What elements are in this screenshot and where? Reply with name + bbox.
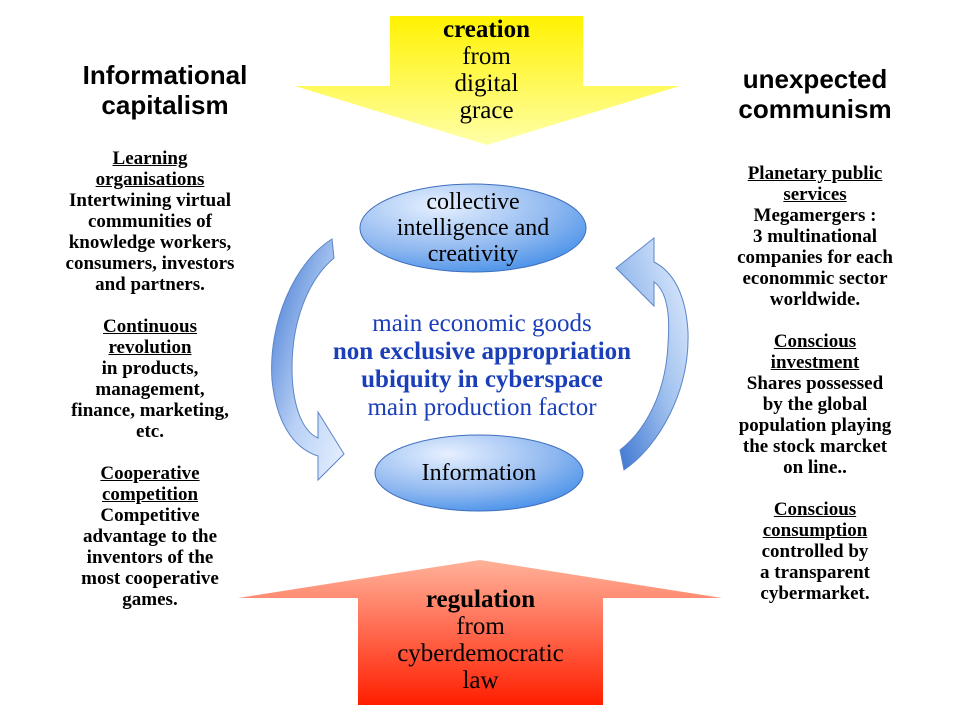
right-s1-heading1: Planetary public — [747, 163, 883, 184]
right-s1-body5: worldwide. — [769, 289, 861, 310]
bottom-ellipse-label: Information — [375, 460, 583, 486]
right-title-line2: communism — [738, 94, 892, 124]
left-s2-body4: etc. — [136, 421, 164, 442]
left-s1-body4: consumers, investors — [65, 253, 235, 274]
right-s2-body4: the stock marcket — [742, 436, 888, 457]
bottom-arrow-line1: regulation — [425, 586, 536, 613]
right-title: unexpected communism — [690, 64, 940, 124]
left-s1-heading1: Learning — [112, 148, 188, 169]
top-arrow-line2: from — [462, 43, 511, 70]
top-arrow-line3: digital — [454, 70, 519, 97]
right-s2-body3: population playing — [738, 415, 892, 436]
bottom-arrow-label: regulation from cyberdemocratic law — [358, 586, 603, 694]
top-down-arrow — [295, 16, 680, 145]
top-ellipse-line2: intelligence and — [396, 215, 550, 241]
top-arrow-label: creation from digital grace — [390, 16, 583, 124]
right-title-line1: unexpected — [742, 64, 888, 94]
top-ellipse-line1: collective — [426, 189, 520, 215]
left-s2-heading1: Continuous — [103, 316, 197, 337]
right-circular-arrow — [615, 236, 689, 471]
right-s3-heading2: consumption — [762, 520, 868, 541]
left-s1-body3: knowledge workers, — [68, 232, 232, 253]
right-s2-heading2: investment — [770, 352, 860, 373]
center-line3: ubiquity in cyberspace — [361, 366, 603, 393]
left-s3-heading2: competition — [101, 484, 199, 505]
left-s3-body1: Competitive — [100, 505, 200, 526]
left-s3-body4: most cooperative — [81, 568, 219, 589]
top-ellipse-label: collective intelligence and creativity — [360, 189, 586, 267]
right-s3-heading1: Conscious — [773, 499, 857, 520]
left-s3-body2: advantage to the — [82, 526, 218, 547]
right-s2-body1: Shares possessed — [746, 373, 884, 394]
right-column: Planetary public services Megamergers : … — [690, 163, 940, 604]
bottom-up-arrow — [238, 560, 722, 705]
left-s2-body3: finance, marketing, — [71, 400, 229, 421]
left-s2-body2: management, — [95, 379, 205, 400]
bottom-arrow-line2: from — [456, 613, 505, 640]
bottom-ellipse — [374, 434, 584, 512]
bottom-arrow-line3: cyberdemocratic — [397, 640, 564, 667]
left-s1-body1: Intertwining virtual — [68, 190, 232, 211]
right-s1-body1: Megamergers : — [753, 205, 877, 226]
right-s3-body2: a transparent — [760, 562, 870, 583]
top-ellipse — [359, 183, 587, 273]
top-ellipse-line3: creativity — [427, 241, 519, 267]
top-arrow-line1: creation — [442, 16, 530, 43]
left-s1-heading2: organisations — [95, 169, 205, 190]
right-s1-heading2: services — [783, 184, 847, 205]
left-s3-body5: games. — [122, 589, 178, 610]
left-title-line1: Informational — [82, 60, 248, 90]
left-circular-arrow — [271, 238, 345, 482]
bottom-arrow-line4: law — [462, 667, 499, 694]
center-label: main economic goods non exclusive approp… — [282, 310, 682, 422]
left-s1-body2: communities of — [87, 211, 212, 232]
left-s1-body5: and partners. — [95, 274, 205, 295]
right-s1-body3: companies for each — [737, 247, 893, 268]
bottom-ellipse-line1: Information — [421, 460, 537, 486]
right-s1-body2: 3 multinational — [752, 226, 878, 247]
right-s2-body2: by the global — [762, 394, 868, 415]
left-s2-heading2: revolution — [108, 337, 192, 358]
right-s2-body5: on line.. — [783, 457, 847, 478]
left-title: Informational capitalism — [30, 60, 300, 120]
left-column: Learning organisations Intertwining virt… — [20, 148, 280, 610]
left-s2-body1: in products, — [101, 358, 199, 379]
right-s3-body3: cybermarket. — [760, 583, 870, 604]
right-s1-body4: econommic sector — [742, 268, 888, 289]
right-s2-heading1: Conscious — [773, 331, 857, 352]
left-s3-heading1: Cooperative — [100, 463, 200, 484]
left-title-line2: capitalism — [101, 90, 229, 120]
right-s3-body1: controlled by — [761, 541, 869, 562]
center-line2: non exclusive appropriation — [332, 338, 632, 365]
top-arrow-line4: grace — [459, 97, 514, 124]
center-line1: main economic goods — [372, 310, 592, 337]
left-s3-body3: inventors of the — [86, 547, 214, 568]
center-line4: main production factor — [367, 394, 597, 421]
